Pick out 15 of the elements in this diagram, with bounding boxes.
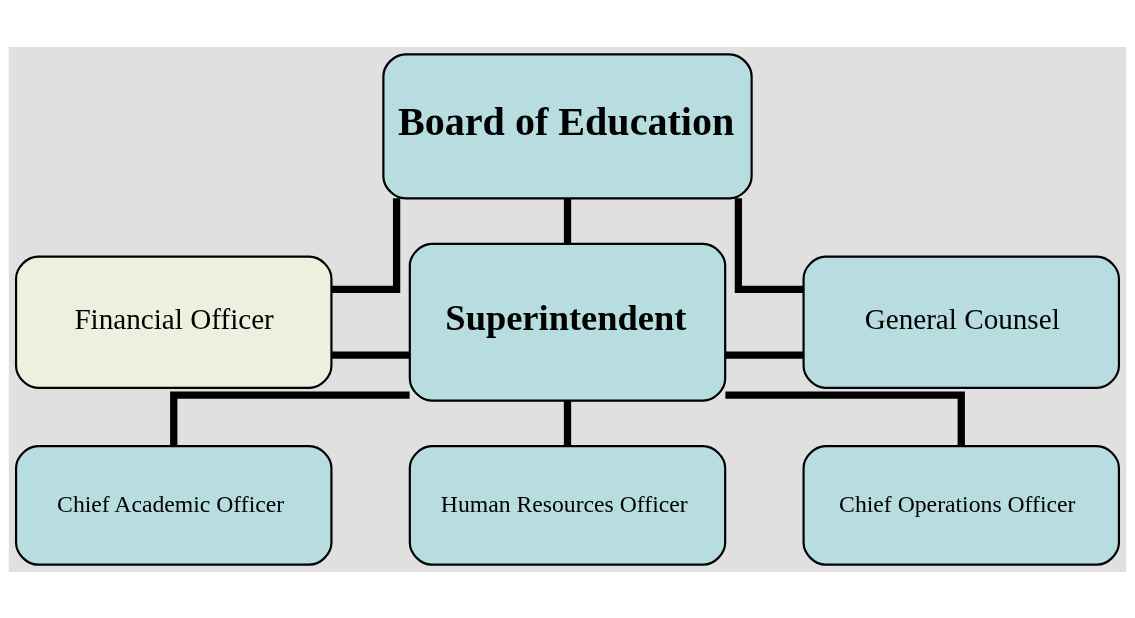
connector [563,198,572,244]
node-box: Superintendent [408,242,727,402]
connector [725,391,965,446]
node-box: Chief Operations Officer [802,444,1121,566]
connector [725,350,804,359]
connector [331,350,410,359]
node-box: Financial Officer [14,255,333,389]
connector [331,197,401,293]
connector [734,197,804,293]
connector [563,400,572,446]
node-box: Chief Academic Officer [14,444,333,566]
node-box: General Counsel [802,255,1121,389]
node-box: Human Resources Officer [408,444,727,566]
node-box: Board of Education [382,52,753,199]
connector [170,391,410,446]
